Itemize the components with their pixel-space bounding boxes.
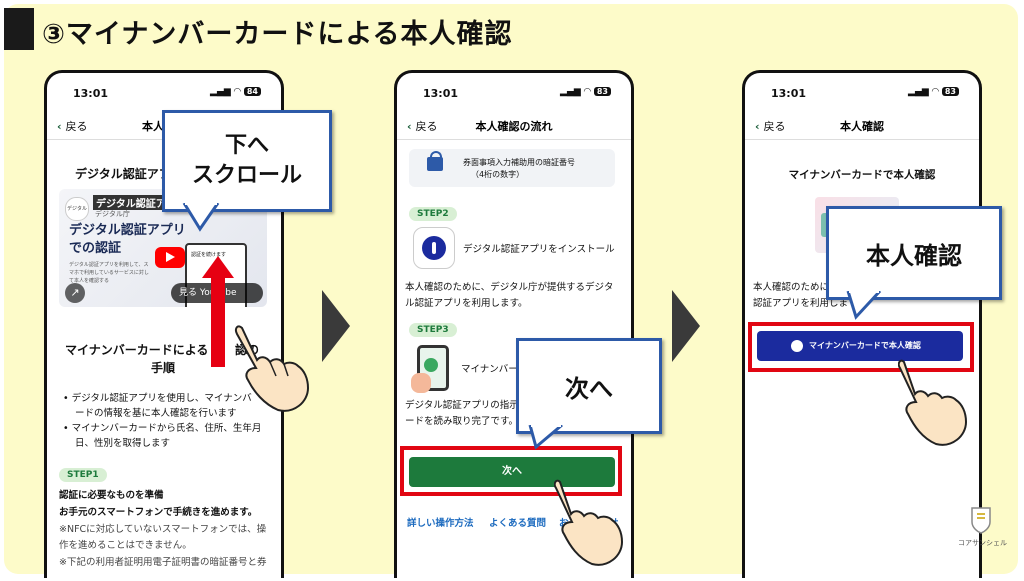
video-title-overlay: デジタル認証ア [93, 195, 169, 210]
nav-bar: ‹戻る 本人確認の流れ [397, 113, 631, 140]
pin-card: 券面事項入力補助用の暗証番号 （4桁の数字） [409, 149, 615, 187]
section-title: デジタル認証アプ [75, 167, 171, 181]
status-icons: ▂▄▆ ◠83 [908, 87, 959, 97]
watch-label: 見る [179, 288, 198, 298]
pointing-hand-icon [234, 325, 310, 412]
phone-nfc-icon [417, 345, 449, 391]
status-time: 13:01 [423, 87, 459, 100]
procedure-title-c: 手順 [151, 361, 176, 375]
pointing-hand-icon [554, 479, 624, 566]
video-heading-2: での認証 [69, 241, 122, 256]
back-button[interactable]: ‹戻る [407, 118, 438, 134]
callout-scroll-line2: スクロール [191, 163, 302, 188]
step-arrow-icon-2 [672, 290, 700, 362]
scroll-arrow-icon [202, 256, 234, 278]
status-icons: ▂▄▆ ◠84 [210, 87, 261, 97]
step3-desc-a: デジタル認証アプリの指示 [405, 400, 519, 411]
scroll-arrow-shaft [211, 277, 225, 367]
back-label: 戻る [415, 120, 438, 133]
step2-desc-b: ル認証アプリを利用します。 [405, 298, 528, 309]
step1-title: 認証に必要なものを準備 [59, 490, 164, 501]
step3-desc-b: ードを読み取り完了です。 [405, 416, 519, 427]
nav-title: 本人確認 [840, 120, 884, 133]
back-button[interactable]: ‹戻る [57, 118, 88, 134]
procedure-bullets: • デジタル認証アプリを使用し、マイナンバ ードの情報を基に本人確認を行います … [63, 391, 261, 451]
confirm-heading: マイナンバーカードで本人確認 [788, 169, 936, 181]
digital-auth-app-icon [413, 227, 455, 269]
status-bar: 13:01 ▂▄▆ ◠83 [397, 87, 631, 101]
brand-logo-icon [971, 507, 991, 534]
step2-title: デジタル認証アプリをインストール [463, 244, 615, 255]
shield-icon [791, 340, 803, 352]
title-accent-bar [4, 8, 34, 50]
channel-avatar: デジタル [65, 197, 89, 221]
link-faq[interactable]: よくある質問 [489, 518, 547, 529]
procedure-title-a: マイナンバーカードによる [65, 343, 209, 357]
video-heading: デジタル認証アプリ [69, 223, 186, 238]
link-contact-a[interactable]: お [559, 518, 569, 529]
step1-badge: STEP1 [59, 468, 107, 482]
next-button[interactable]: 次へ [409, 457, 615, 487]
step2-badge: STEP2 [409, 207, 457, 221]
callout-next: 次へ [516, 338, 662, 434]
chevron-left-icon: ‹ [755, 120, 760, 133]
status-icons: ▂▄▆ ◠83 [560, 87, 611, 97]
pin-label: 券面事項入力補助用の暗証番号 [463, 158, 575, 167]
callout-confirm: 本人確認 [826, 206, 1002, 300]
note-1a: ※NFCに対応していないスマートフォンでは、操 [59, 524, 267, 535]
play-button-icon[interactable] [155, 247, 185, 268]
status-bar: 13:01 ▂▄▆ ◠83 [745, 87, 979, 101]
status-time: 13:01 [771, 87, 807, 100]
pin-sub: （4桁の数字） [471, 170, 525, 179]
share-icon[interactable]: ↗ [65, 283, 85, 303]
pointing-hand-icon [898, 359, 968, 446]
brand-logo-label: コアサンシェル [958, 539, 1007, 547]
highlight-next-button [400, 446, 622, 496]
step2-desc-a: 本人確認のために、デジタル庁が提供するデジタ [405, 282, 614, 293]
step3-badge: STEP3 [409, 323, 457, 337]
confirm-desc-b: 認証アプリを利用しま [753, 298, 849, 309]
note-2: ※下記の利用者証明用電子証明書の暗証番号と券 [59, 557, 267, 568]
callout-scroll-line1: 下へ [224, 133, 269, 158]
step3-title: マイナンバー [461, 364, 518, 375]
bullet-1-cont: ードの情報を基に本人確認を行います [75, 408, 237, 419]
inner-screen-text: 認証を続けます [191, 252, 227, 258]
callout-tail [846, 291, 882, 320]
battery-icon: 83 [593, 87, 611, 96]
status-time: 13:01 [73, 87, 109, 100]
confirm-button-label: マイナンバーカードで本人確認 [809, 341, 921, 350]
bullet-1: • デジタル認証アプリを使用し、マイナンバ [63, 393, 252, 404]
nav-title: 本人確認の流れ [475, 120, 553, 133]
link-detailed-guide[interactable]: 詳しい操作方法 [407, 518, 474, 529]
battery-icon: 84 [243, 87, 261, 96]
callout-scroll-down: 下へ スクロール [162, 110, 332, 212]
bullet-2: • マイナンバーカードから氏名、住所、生年月 [63, 423, 262, 434]
video-description: デジタル認証アプリを利用して、スマホで利用しているサービスに対して本人を確認する [69, 262, 149, 284]
chevron-left-icon: ‹ [407, 120, 412, 133]
hand-holding-icon [411, 373, 431, 393]
callout-tail [528, 425, 563, 450]
status-bar: 13:01 ▂▄▆ ◠84 [47, 87, 281, 101]
back-button[interactable]: ‹戻る [755, 118, 786, 134]
note-1b: 作を進めることはできません。 [59, 540, 192, 551]
lock-shackle [430, 151, 442, 161]
back-label: 戻る [65, 120, 88, 133]
video-subtitle: デジタル庁 [95, 210, 130, 218]
callout-tail [182, 203, 220, 232]
chevron-left-icon: ‹ [57, 120, 62, 133]
bullet-2-cont: 日、性別を取得します [75, 438, 171, 449]
back-label: 戻る [763, 120, 786, 133]
nav-bar: ‹戻る 本人確認 [745, 113, 979, 140]
step1-desc: お手元のスマートフォンで手続きを進めます。 [59, 507, 258, 518]
slide-title: ③マイナンバーカードによる本人確認 [42, 19, 513, 50]
battery-icon: 83 [941, 87, 959, 96]
step-arrow-icon-1 [322, 290, 350, 362]
confirm-desc-a: 本人確認のために [753, 282, 830, 293]
mynumber-confirm-button[interactable]: マイナンバーカードで本人確認 [757, 331, 963, 361]
highlight-confirm-button [748, 322, 974, 372]
